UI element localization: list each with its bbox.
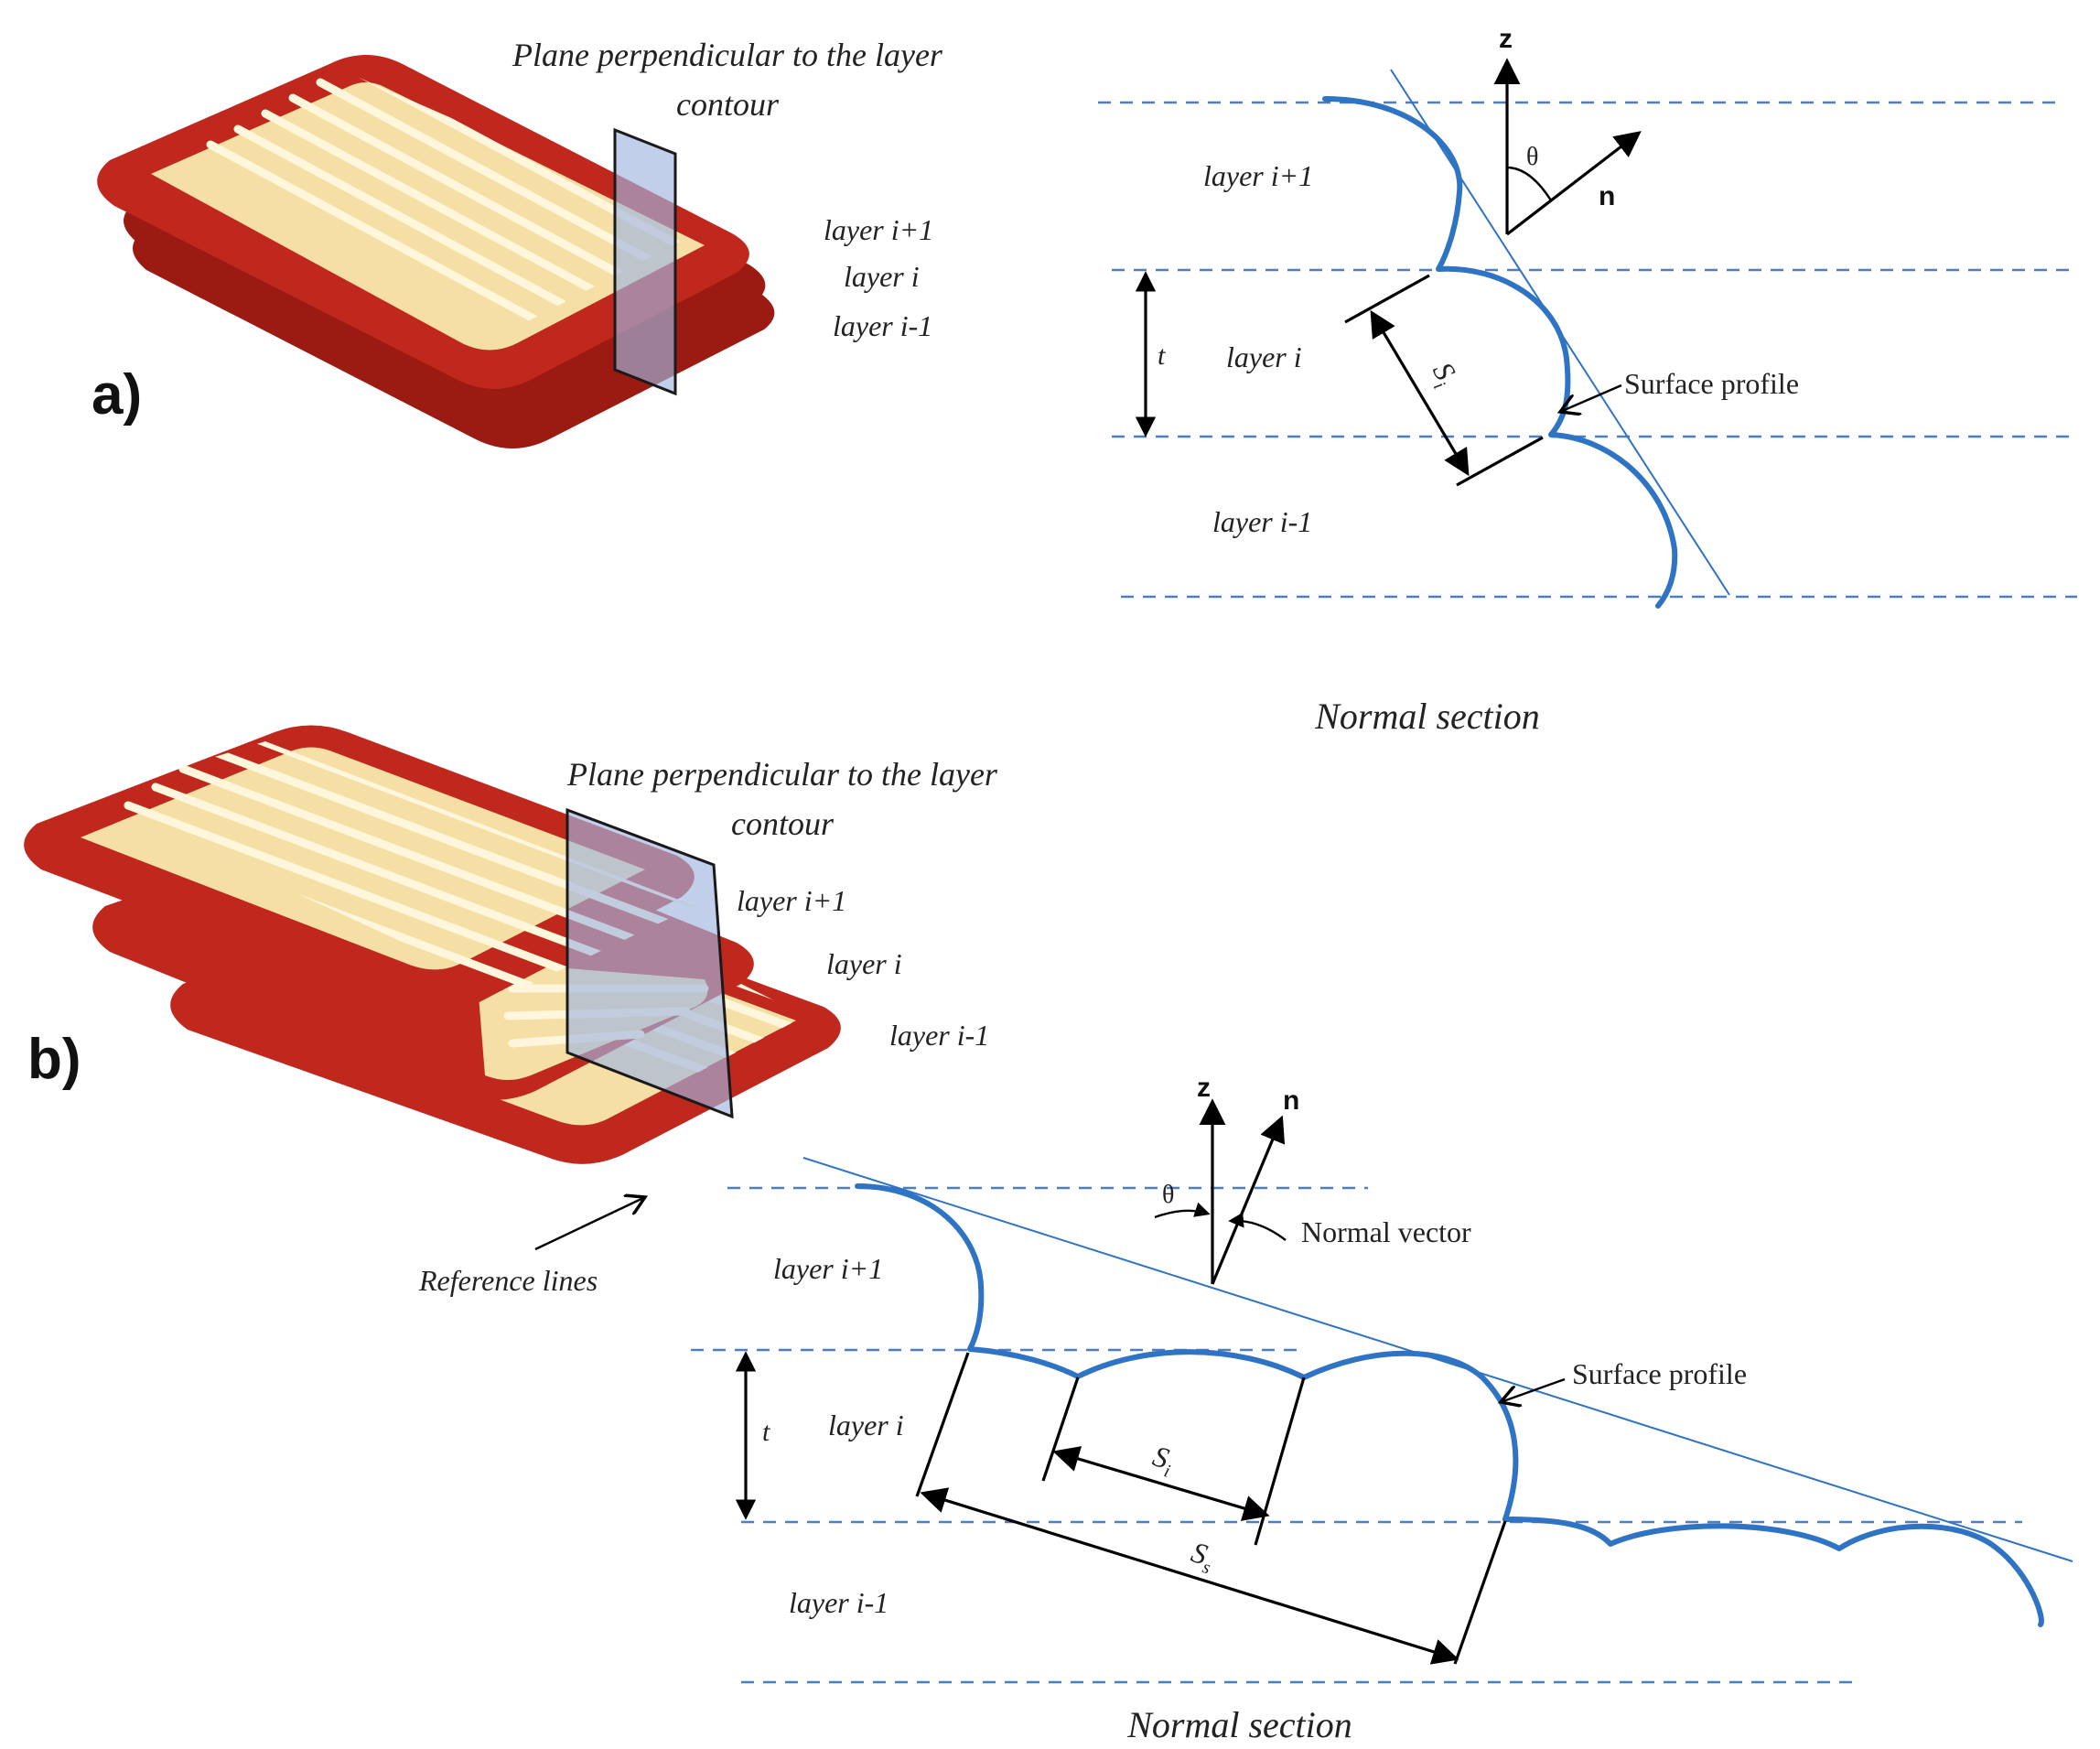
section-a-caption: Normal section (1314, 696, 1540, 737)
stack-b-layer-top (24, 725, 695, 1013)
section-b-normal-vector-label: Normal vector (1301, 1215, 1471, 1248)
section-b-si-label: Si (1147, 1439, 1178, 1481)
panel-b-plane-caption-2: contour (731, 805, 835, 842)
section-a-surface-profile-leader (1560, 383, 1622, 412)
stack-a-label-mid: layer i (844, 260, 920, 293)
section-a-surface-profile-label: Surface profile (1624, 367, 1799, 400)
stack-b-label-bot: layer i-1 (889, 1019, 989, 1052)
stack-b-label-mid: layer i (826, 947, 902, 980)
stack-a-label-bot: layer i-1 (833, 309, 932, 342)
panel-b-plane-caption-1: Plane perpendicular to the layer (566, 756, 998, 793)
plane-a (613, 127, 677, 396)
section-b-layer-label-top: layer i+1 (773, 1252, 883, 1285)
section-a-z-label: z (1499, 24, 1513, 54)
panel-b-label: b) (27, 1028, 81, 1091)
stack-b-label-top: layer i+1 (737, 884, 846, 917)
section-a-si-label: Si (1422, 357, 1465, 394)
reference-lines-leader (534, 1197, 645, 1251)
section-b-theta-arc-left (1154, 1202, 1211, 1219)
panel-b-stack (24, 725, 841, 1164)
section-a-theta-arc (1506, 166, 1553, 201)
section-a-n-label: n (1599, 181, 1615, 211)
stack-a-layer-top (97, 55, 749, 389)
section-b-caption: Normal section (1126, 1704, 1352, 1745)
section-b-theta-arc-right (1228, 1212, 1287, 1241)
section-b-ss-ext-1 (915, 1352, 970, 1497)
section-a-surface-profile (1322, 96, 1678, 609)
panel-a-label: a) (92, 363, 142, 426)
section-b-si-ext-2 (1254, 1377, 1306, 1546)
panel-a-stack (97, 55, 775, 448)
section-b-si-ext-1 (1041, 1377, 1080, 1482)
section-b-normal-vector (1211, 1115, 1286, 1285)
section-a-layer-label-mid: layer i (1226, 340, 1302, 373)
section-b-surface-profile (855, 1183, 2044, 1627)
reference-lines-label: Reference lines (418, 1264, 598, 1297)
section-b-theta-label: θ (1162, 1181, 1174, 1209)
section-a-t-label: t (1158, 340, 1166, 371)
panel-a-plane-caption-1: Plane perpendicular to the layer (512, 37, 943, 73)
section-a-si-ext-1 (1344, 274, 1430, 324)
section-b-surface-profile-leader (1501, 1377, 1566, 1402)
section-b-ss-arrow (920, 1487, 1459, 1665)
plane-b (565, 807, 734, 1119)
panel-b-section: z n θ Normal vector t Si Ss Surface prof… (691, 1073, 2073, 1745)
panel-a-section: z n θ t Si Surface profile layer i+1 lay… (1098, 24, 2077, 737)
section-b-tangent-line (802, 1157, 2073, 1562)
section-a-tangent-line (1390, 69, 1730, 596)
section-b-n-label: n (1283, 1085, 1299, 1116)
section-a-si-arrow (1370, 309, 1470, 477)
section-a-layer-label-bot: layer i-1 (1212, 505, 1312, 538)
section-b-z-label: z (1197, 1073, 1211, 1103)
section-b-t-label: t (762, 1417, 770, 1447)
section-a-normal-vector (1506, 131, 1642, 236)
section-b-ss-label: Ss (1186, 1535, 1218, 1578)
section-b-surface-profile-label: Surface profile (1572, 1357, 1747, 1390)
stack-a-label-top: layer i+1 (824, 213, 933, 246)
section-b-ss-ext-2 (1453, 1520, 1507, 1665)
section-a-si-ext-2 (1456, 436, 1544, 487)
section-a-layer-label-top: layer i+1 (1203, 159, 1313, 192)
section-b-layer-label-bot: layer i-1 (789, 1586, 888, 1619)
section-a-theta-label: θ (1526, 143, 1538, 171)
panel-a-plane-caption-2: contour (676, 86, 780, 123)
section-b-layer-label-mid: layer i (828, 1409, 904, 1441)
